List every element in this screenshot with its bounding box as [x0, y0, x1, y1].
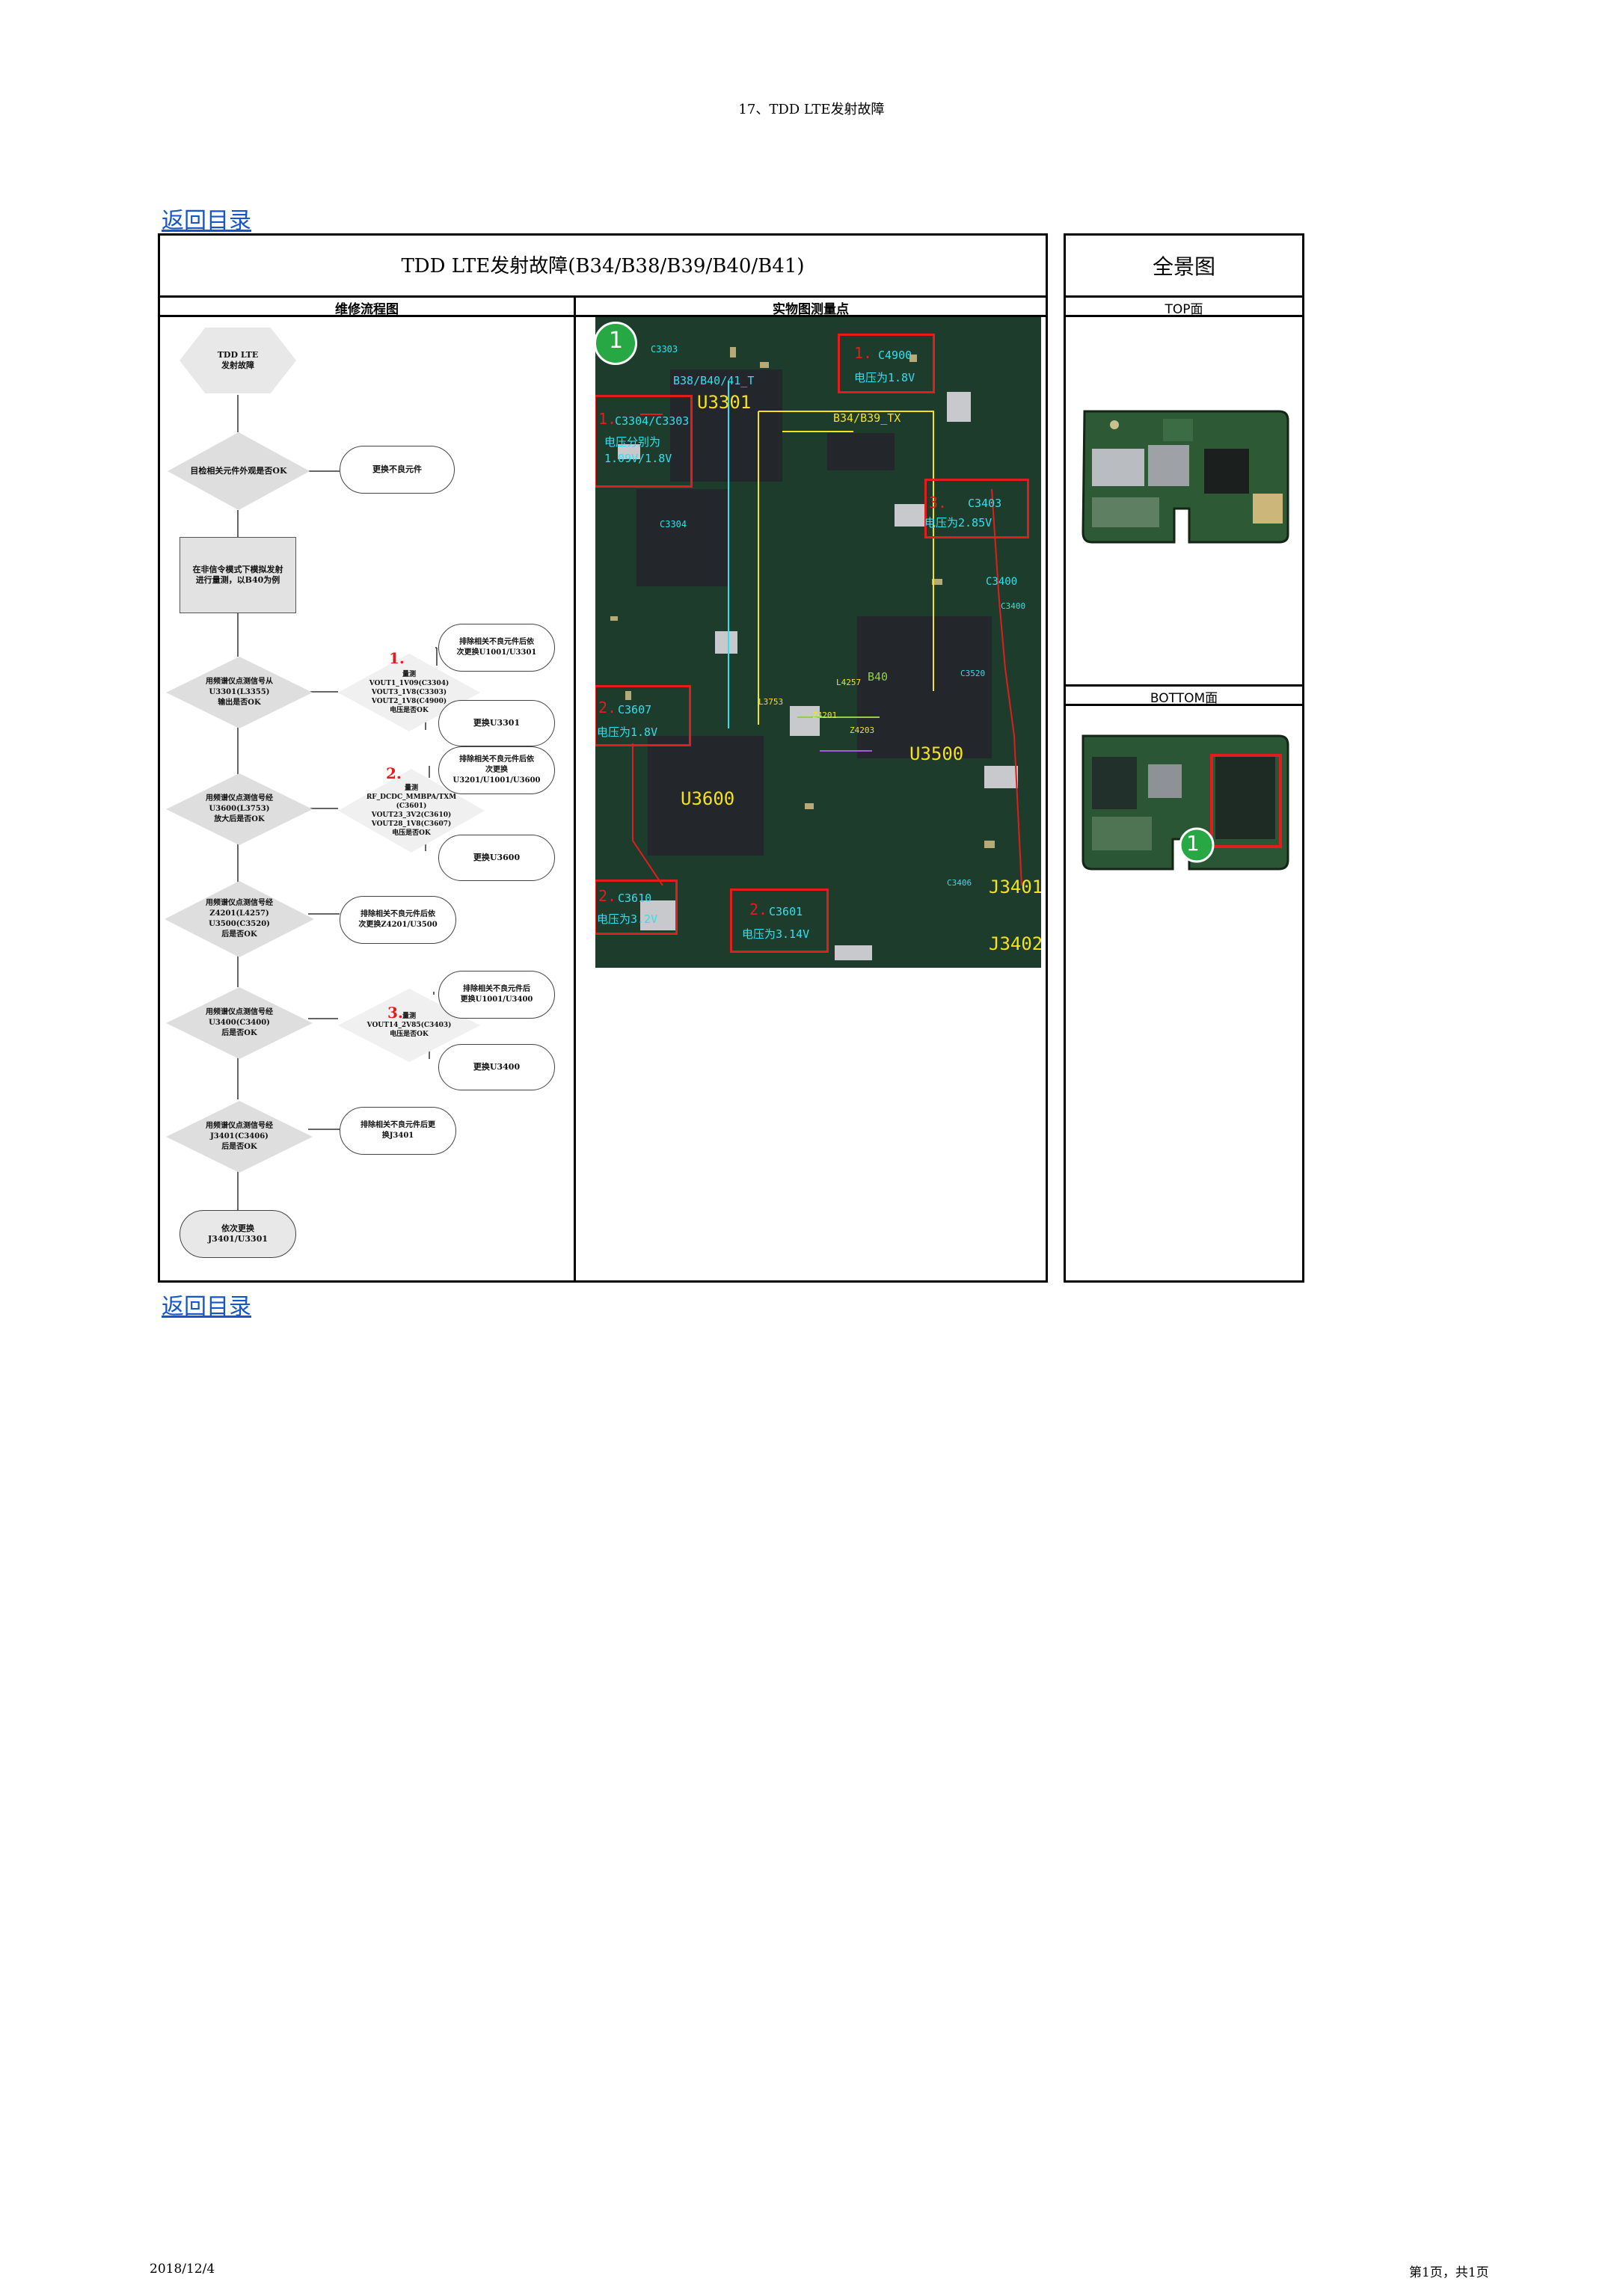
lbl-c3610v: 电压为3.2V: [597, 912, 658, 926]
lbl-c3610: C3610: [618, 891, 652, 905]
bottom-board-image: [1082, 734, 1289, 871]
flow-u2: 更换U3600: [438, 835, 555, 881]
flow-u4: 更换U3400: [438, 1044, 555, 1090]
lbl-c3304v: 电压分别为: [604, 435, 661, 449]
back-to-index-link-bottom[interactable]: 返回目录: [162, 1294, 251, 1320]
lbl-c3610-num: 2.: [598, 887, 617, 905]
page-header: 17、TDD LTE发射故障: [738, 102, 885, 117]
lbl-b38: B38/B40/41_T: [673, 374, 755, 387]
photo-badge: [595, 322, 637, 365]
photo-badge-text: 1: [609, 328, 624, 354]
lbl-c3607v: 电压为1.8V: [597, 725, 658, 739]
box-c3304: [595, 395, 693, 488]
pcb-photo: 1 C3303 B38/B40/41_T U3301 1. C4900 电压为1…: [595, 317, 1041, 968]
overview-table: 全景图 TOP面 BOTTOM面: [1064, 233, 1304, 1283]
bottom-side-label: BOTTOM面: [1150, 691, 1218, 706]
flow-m2-num: 2.: [386, 764, 402, 782]
flow-r3: 排除相关不良元件后依 次更换Z4201/U3500: [340, 896, 456, 944]
box-c3607: [595, 685, 691, 746]
lbl-j3401: J3401: [989, 877, 1041, 897]
lbl-u3500: U3500: [909, 743, 964, 764]
flow-setup: 在非信令模式下模拟发射 进行量测，以B40为例: [180, 537, 296, 613]
col-photo-heading: 实物图测量点: [773, 302, 849, 317]
footer-date: 2018/12/4: [150, 2262, 215, 2277]
flowchart-lines: [237, 395, 459, 1210]
lbl-c3607-num: 2.: [598, 699, 617, 716]
flow-r2: 排除相关不良元件后依 次更换 U3201/U1001/U3600: [438, 746, 555, 794]
lbl-l4257: L4257: [836, 678, 862, 687]
lbl-c3304: C3304/C3303: [615, 414, 690, 428]
lbl-c3403-num: 3.: [929, 494, 948, 512]
footer-page: 第1页，共1页: [1409, 2265, 1489, 2280]
lbl-b40: B40: [868, 670, 889, 684]
lbl-c3520: C3520: [960, 669, 986, 678]
lbl-c3601-num: 2.: [749, 900, 768, 918]
lbl-c3403v: 电压为2.85V: [924, 516, 992, 530]
flow-m3-num: 3.: [387, 1004, 403, 1022]
box-c3610: [595, 880, 678, 935]
back-to-index-link-top[interactable]: 返回目录: [162, 208, 251, 234]
col-flow-heading: 维修流程图: [335, 302, 399, 317]
main-table-title: TDD LTE发射故障(B34/B38/B39/B40/B41): [401, 255, 805, 277]
lbl-c3601v: 电压为3.14V: [742, 927, 810, 941]
flow-r4: 排除相关不良元件后 更换U1001/U3400: [438, 971, 555, 1019]
bottom-highlight-box: [1210, 754, 1282, 848]
overview-title: 全景图: [1152, 254, 1215, 279]
lbl-c3403: C3403: [968, 497, 1002, 510]
lbl-c4900: C4900: [878, 349, 912, 362]
lbl-c4900v: 电压为1.8V: [854, 371, 915, 384]
lbl-c3303: C3303: [651, 344, 678, 354]
bottom-badge: 1: [1186, 831, 1200, 856]
lbl-c3304v2: 1.09V/1.8V: [604, 452, 672, 465]
flow-end: 依次更换 J3401/U3301: [180, 1210, 296, 1258]
flow-start: TDD LTE 发射故障: [180, 328, 296, 393]
lbl-l3753: L3753: [758, 697, 784, 707]
top-side-label: TOP面: [1165, 302, 1203, 317]
lbl-u3301: U3301: [697, 392, 752, 413]
lbl-c3400b: C3400: [1001, 601, 1026, 611]
lbl-c3601: C3601: [769, 905, 803, 918]
lbl-u3600: U3600: [681, 788, 735, 809]
lbl-b34: B34/B39_TX: [833, 411, 901, 425]
flow-r1: 排除相关不良元件后依 次更换U1001/U3301: [438, 624, 555, 672]
flow-u1: 更换U3301: [438, 700, 555, 746]
pcb-artwork: [595, 317, 1041, 968]
flow-m1-num: 1.: [389, 649, 405, 667]
lbl-j3402: J3402: [989, 933, 1041, 954]
lbl-c3406: C3406: [947, 878, 972, 888]
lbl-c3607: C3607: [618, 703, 652, 716]
box-c3403: [924, 479, 1029, 538]
lbl-c3400: C3400: [986, 576, 1018, 588]
lbl-z4203: Z4203: [850, 725, 875, 735]
main-table: TDD LTE发射故障(B34/B38/B39/B40/B41) 维修流程图 实…: [158, 233, 1048, 1283]
lbl-c3304s: C3304: [660, 519, 687, 530]
lbl-c3304-num: 1.: [598, 410, 617, 428]
flow-replace-bad: 更换不良元件: [340, 446, 455, 494]
top-board-image: [1082, 410, 1289, 544]
lbl-c4900-num: 1.: [854, 344, 873, 362]
box-c3601: [730, 888, 829, 953]
box-c4900: [838, 334, 935, 393]
flow-r5: 排除相关不良元件后更 换J3401: [340, 1107, 456, 1155]
lbl-z4201: Z4201: [812, 710, 838, 720]
